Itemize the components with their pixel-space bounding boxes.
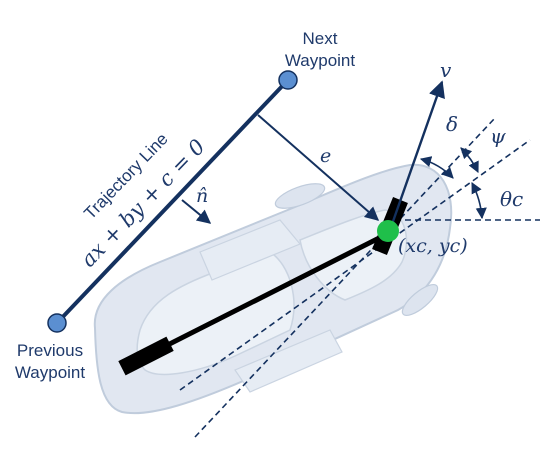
normal-vector-arrow [181, 199, 212, 224]
error-label: e [320, 145, 331, 167]
psi-label: ψ [490, 124, 506, 148]
next-waypoint-label-line1: Next [303, 29, 338, 48]
center-point-label: (xc, yc) [398, 235, 468, 257]
cross-track-error-arrow [257, 114, 380, 221]
velocity-arrow [388, 80, 445, 231]
delta-angle-arc [419, 156, 454, 179]
theta-angle-arc [471, 182, 487, 220]
normal-vector-label: n̂ [196, 185, 208, 207]
previous-waypoint-dot [47, 313, 67, 333]
next-waypoint-dot [278, 70, 298, 90]
center-point-dot [377, 220, 399, 242]
trajectory-parallel-line [179, 139, 531, 391]
velocity-label: v [440, 58, 452, 82]
theta-c-label: θc [500, 187, 523, 211]
rear-wheel [118, 336, 174, 376]
previous-waypoint-label-line2: Waypoint [15, 363, 86, 382]
previous-waypoint-label-line1: Previous [17, 341, 83, 360]
next-waypoint-label-line2: Waypoint [285, 51, 356, 70]
wheelbase-line [126, 232, 387, 368]
psi-angle-arc [460, 147, 479, 174]
trajectory-line [55, 78, 290, 325]
delta-label: δ [446, 112, 458, 136]
